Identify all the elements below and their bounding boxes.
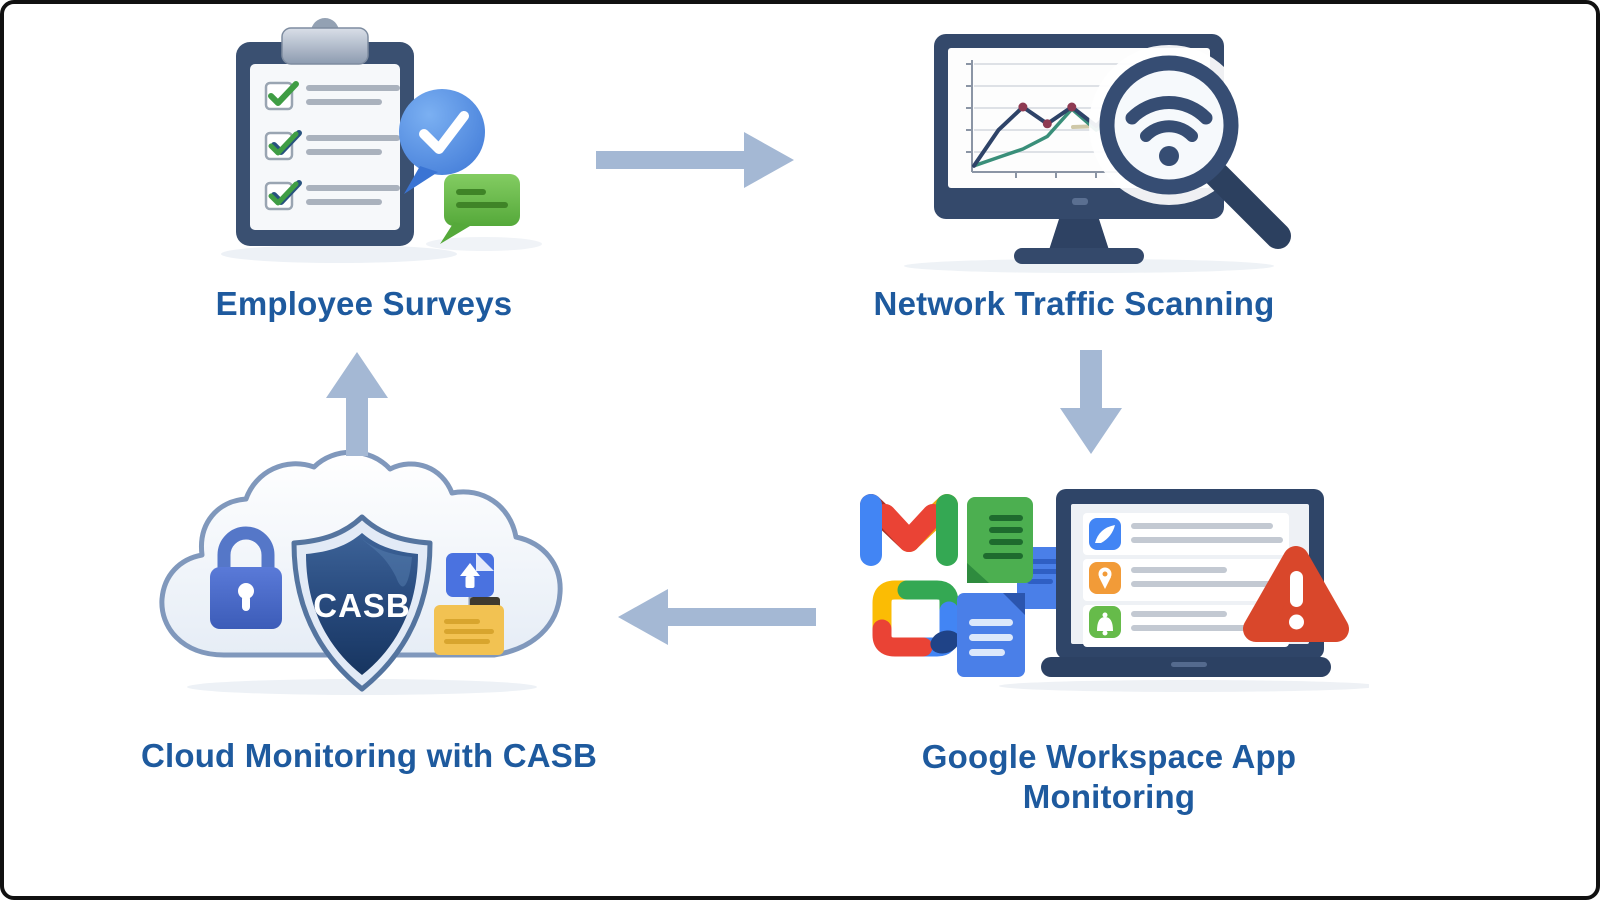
cloud-casb-illustration: CASB	[159, 449, 563, 695]
monitor-chart-icon	[904, 34, 1291, 273]
node-label-network-traffic-scanning: Network Traffic Scanning	[873, 285, 1275, 322]
node-label-employee-surveys: Employee Surveys	[215, 285, 513, 322]
checkmark-icon	[268, 81, 299, 106]
magnifier-wifi-icon	[1089, 45, 1291, 249]
gmail-icon	[860, 494, 958, 566]
monitor-shadow	[904, 259, 1274, 273]
cloud-shield-casb-icon: CASB	[159, 449, 563, 695]
monitor-stand	[1049, 219, 1109, 250]
padlock-icon	[210, 526, 282, 629]
checklist-rows	[264, 81, 400, 211]
monitor-base	[1014, 248, 1144, 264]
cloud-file-upload-icon	[446, 553, 494, 607]
app-activity-list	[1083, 513, 1289, 647]
checkmark-icon	[268, 131, 299, 156]
checkmark-icon	[268, 181, 299, 206]
google-workspace-icon	[872, 580, 960, 657]
casb-shield-icon: CASB	[291, 514, 433, 692]
node-label-google-workspace-app-monitoring: Google Workspace App Monitoring	[921, 738, 1297, 815]
arrow-left-workspace-to-casb	[618, 589, 816, 645]
arrow-down-scanning-to-workspace	[1060, 350, 1122, 454]
node-label-cloud-monitoring-with-casb: Cloud Monitoring with CASB	[140, 737, 598, 774]
google-docs-icon	[957, 593, 1025, 677]
network-traffic-scanning-illustration	[904, 34, 1291, 273]
yellow-folder-icon	[434, 597, 504, 655]
monitor-button	[1072, 198, 1088, 205]
survey-feedback-bubbles	[399, 89, 542, 251]
clipboard-shadow	[221, 245, 457, 263]
clipboard-clip	[281, 27, 369, 65]
laptop-monitoring-icon	[999, 489, 1369, 692]
checkmark-icon	[419, 111, 469, 154]
green-doc-icon	[967, 497, 1033, 583]
google-apps-icons	[860, 494, 1069, 677]
alert-warning-icon	[1243, 546, 1349, 642]
arrow-right-surveys-to-scanning	[596, 132, 794, 188]
blue-check-bubble-icon	[399, 89, 485, 175]
wifi-icon	[1125, 96, 1213, 142]
google-workspace-monitoring-illustration	[860, 489, 1369, 692]
magnifier-handle	[1203, 161, 1291, 249]
clipboard-checklist-icon	[221, 18, 542, 263]
arrow-up-casb-to-surveys	[326, 352, 388, 456]
green-message-bubble-icon	[444, 174, 520, 226]
employee-surveys-illustration	[221, 18, 542, 263]
casb-shield-label: CASB	[313, 587, 411, 624]
